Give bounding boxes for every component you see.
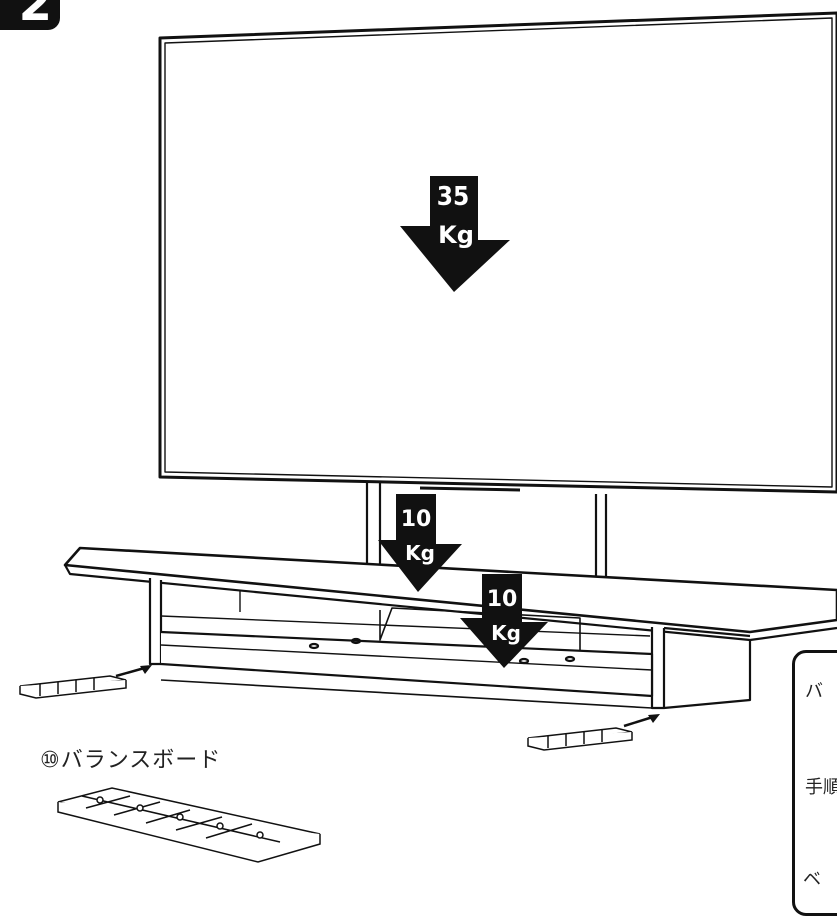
stand-left-side [148,578,163,666]
weight-10-left-value: 10 [401,507,432,532]
stand-right-side [650,627,666,710]
tv-screen-inner [164,17,833,488]
stand-top-board [63,546,837,634]
balance-board-right [527,727,633,751]
step-number-badge: 2 [0,0,60,30]
stand-shelf [160,630,654,698]
weight-10-left-unit: Kg [405,541,435,565]
side-note-panel: バ 手順 ベ [792,650,837,916]
tv-screen-outer [158,11,837,494]
balance-board-left [19,675,127,699]
balance-board-part-illustration [57,787,321,863]
weight-arrow-35kg: 35 Kg [400,176,510,292]
assembly-diagram: 35 Kg 10 Kg 10 Kg [19,11,837,863]
weight-35-unit: Kg [438,221,474,249]
side-note-line-3: ベ [803,869,821,890]
weight-10-right-value: 10 [487,587,518,612]
weight-arrow-10kg-right: 10 Kg [460,574,548,668]
balance-board-caption: ⑩バランスボード [40,748,222,773]
weight-arrow-10kg-left: 10 Kg [378,494,462,592]
weight-35-value: 35 [437,182,470,212]
side-note-line-2: 手順 [805,777,837,798]
weight-10-right-unit: Kg [491,621,521,645]
side-note-line-1: バ [805,681,823,702]
